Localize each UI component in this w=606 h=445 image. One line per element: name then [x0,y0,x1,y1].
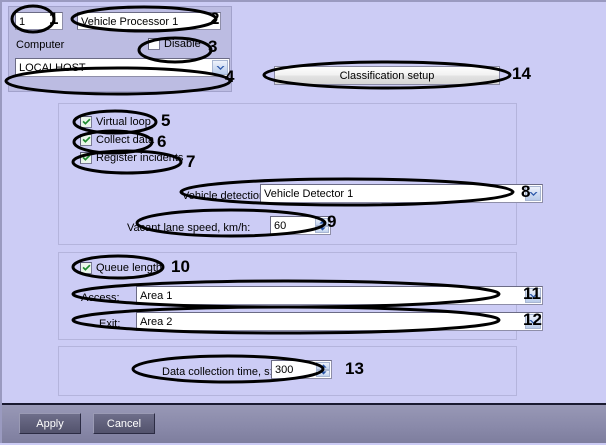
computer-label: Computer [16,39,65,51]
callout-number-12: 12 [523,310,542,329]
callout-number-9: 9 [327,212,337,231]
check-icon[interactable] [80,116,92,128]
vehicle-detection-label: Vehicle detection: [182,190,269,202]
callout-number-10: 10 [171,257,190,276]
spinner-up-icon[interactable] [316,362,330,370]
queue-length-checkbox[interactable]: Queue length [80,262,162,274]
virtual-loop-checkbox[interactable]: Virtual loop [80,116,151,128]
callout-number-6: 6 [157,132,167,151]
vacant-lane-speed-stepper[interactable]: 60 [270,216,331,235]
virtual-loop-label: Virtual loop [96,116,151,128]
callout-number-14: 14 [512,64,531,83]
callout-number-3: 3 [208,37,218,56]
access-label: Access: [81,292,120,304]
computer-panel: 1 Vehicle Processor 1 Computer Disable L… [8,6,232,92]
exit-area-dropdown[interactable]: Area 2 [136,312,543,331]
exit-area-value: Area 2 [140,316,173,328]
vacant-lane-speed-label: Vacant lane speed, km/h: [127,222,251,234]
callout-number-11: 11 [523,284,541,303]
access-area-dropdown[interactable]: Area 1 [136,286,543,305]
disable-checkbox-box[interactable] [148,38,160,50]
computer-host-dropdown[interactable]: LOCALHOST [15,58,230,77]
chevron-down-icon[interactable] [525,288,541,303]
callout-number-8: 8 [521,182,531,201]
callout-number-7: 7 [186,152,196,171]
check-icon[interactable] [80,152,92,164]
spinner-down-icon[interactable] [316,369,330,377]
data-collection-time-stepper[interactable]: 300 [271,360,332,379]
register-incidents-label: Register incidents [96,152,184,164]
queue-length-label: Queue length [96,262,163,274]
collect-data-checkbox[interactable]: Collect data [80,134,154,146]
dialog-footer: Apply Cancel [2,403,606,443]
chevron-down-icon[interactable] [525,314,541,329]
data-collection-spin-buttons[interactable] [316,362,330,377]
computer-host-value: LOCALHOST [19,62,86,74]
callout-number-2: 2 [210,9,220,28]
cancel-button[interactable]: Cancel [93,413,155,434]
exit-label: Exit: [99,318,121,330]
access-area-value: Area 1 [140,290,173,302]
callout-number-13: 13 [345,359,364,378]
apply-button[interactable]: Apply [19,413,81,434]
check-icon[interactable] [80,262,92,274]
data-collection-time-label: Data collection time, s: [162,366,273,378]
classification-setup-button[interactable]: Classification setup [274,66,500,85]
callout-number-4: 4 [225,67,235,86]
detection-group-panel: Virtual loop Collect data Register incid… [58,103,543,245]
object-name-field[interactable]: Vehicle Processor 1 [77,12,221,30]
check-icon[interactable] [80,134,92,146]
data-collection-group-panel: Data collection time, s: 300 [58,346,517,396]
vehicle-detection-value: Vehicle Detector 1 [264,188,354,200]
callout-number-5: 5 [161,111,171,130]
callout-number-1: 1 [49,9,59,28]
disable-checkbox-label: Disable [164,38,201,50]
disable-checkbox[interactable]: Disable [148,38,201,50]
collect-data-label: Collect data [96,134,155,146]
register-incidents-checkbox[interactable]: Register incidents [80,152,183,164]
chevron-down-icon[interactable] [525,186,541,201]
vehicle-detection-dropdown[interactable]: Vehicle Detector 1 [260,184,543,203]
queue-group-panel: Queue length Access: Area 1 Exit: Area 2 [58,252,543,340]
